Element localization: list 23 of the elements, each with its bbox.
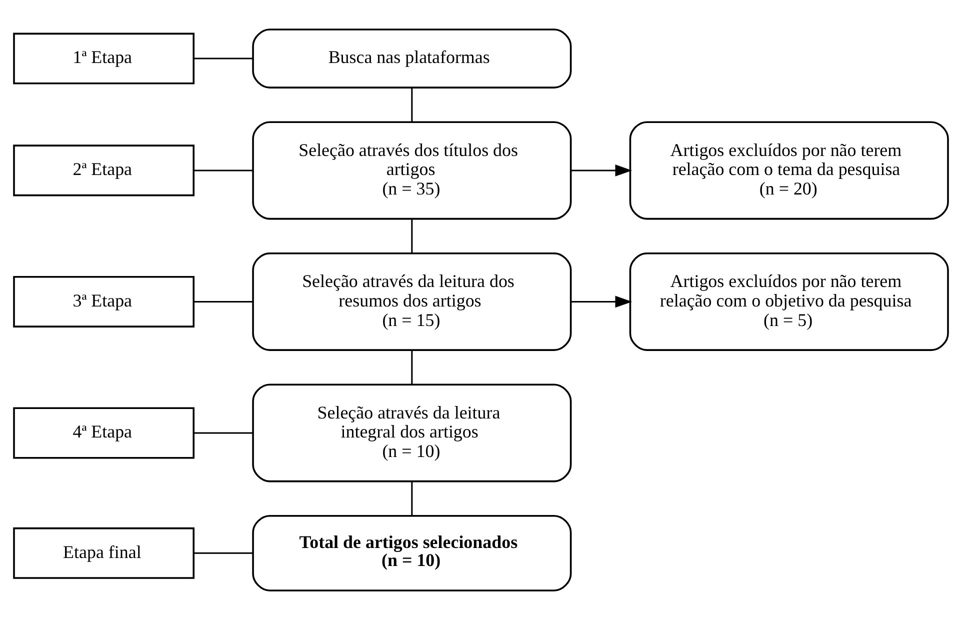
node-box: Artigos excluídos por não terem relação com o tema da pesquisa (n = 20) [629,120,949,220]
node-box: 3ª Etapa [13,275,195,327]
connector [194,169,253,171]
arrow [571,164,632,176]
connector [411,350,413,384]
node-box: Seleção através dos títulos dos artigos (n = 35) [252,120,572,220]
node-box: Total de artigos selecionados (n = 10) [252,514,572,591]
connector [194,300,253,302]
connector [411,480,413,516]
node-box: Seleção através da leitura integral dos artigos (n = 10) [252,383,572,482]
node-box: Busca nas plataformas [252,28,572,88]
node-box: 1ª Etapa [13,32,195,84]
connector [194,432,253,434]
connector [194,552,253,554]
connector [194,57,253,59]
connector [411,218,413,253]
node-box: 2ª Etapa [13,144,195,196]
node-box: Etapa final [13,526,195,578]
node-box: 4ª Etapa [13,406,195,458]
connector [411,88,413,122]
arrow [571,295,632,308]
node-box: Seleção através da leitura dos resumos dos artigos (n = 15) [252,252,572,350]
node-box: Artigos excluídos por não terem relação com o objetivo da pesquisa (n = 5) [629,252,949,350]
